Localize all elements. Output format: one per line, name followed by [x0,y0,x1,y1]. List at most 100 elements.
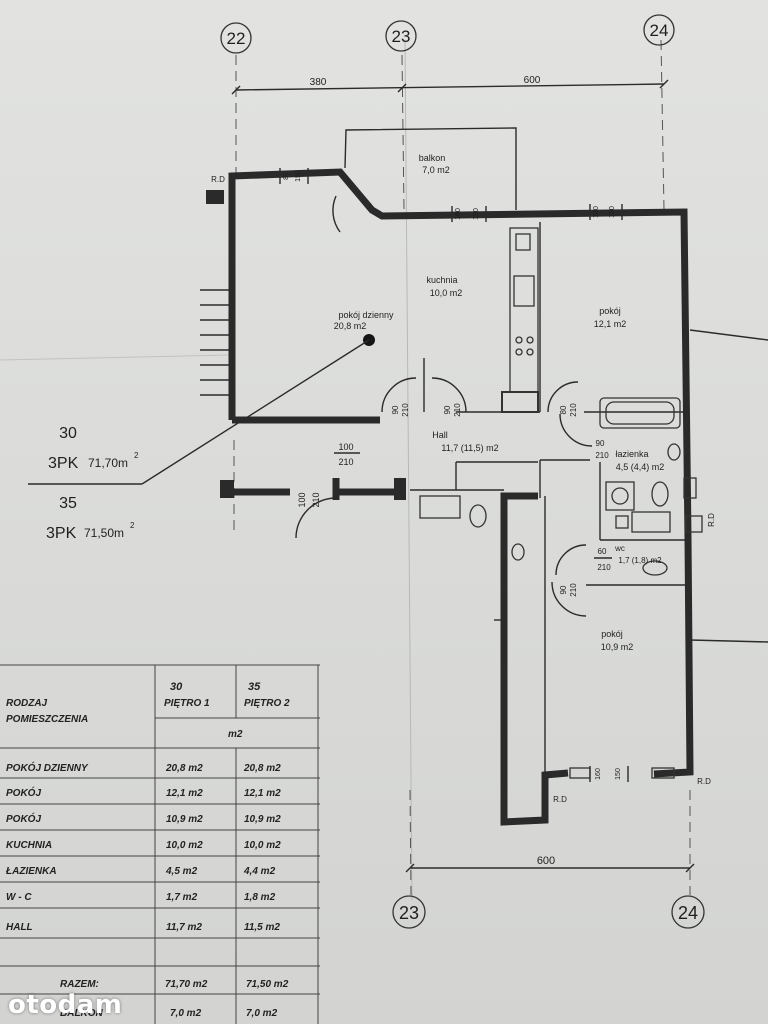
grid-axis-23 [401,54,405,211]
washbasin [667,443,681,461]
table-row-value-b: 10,0 m2 [244,840,281,851]
room-wc-name: wc [614,544,625,553]
toilet-bath [651,481,669,507]
table-row-name: POKÓJ [6,812,41,825]
room-kuchnia-name: kuchnia [426,275,457,285]
door-height-210-g: 210 [597,563,611,572]
bathtub-inner [605,401,675,425]
grid-bubble-24 [643,14,675,46]
door-width-80: 80 [559,405,568,414]
unit-b-area: 71,50m [84,526,124,540]
dimension-380: 380 [310,77,327,88]
table-row-value-b: 20,8 m2 [243,763,281,774]
neighbor-wall-line [689,329,768,341]
hall-toilet [469,504,487,528]
table-row-value-a: 10,0 m2 [166,840,203,851]
room-bedroom1-area: 12,1 m2 [594,319,627,329]
table-row-value-a: 12,1 m2 [166,788,203,799]
grid-label-23-bottom: 23 [399,903,419,923]
dim-tick [659,79,669,89]
room-bedroom2-area: 10,9 m2 [601,642,634,652]
grid-label-24-bottom: 24 [678,903,698,923]
door-swing [332,195,341,233]
door-swing [431,377,467,413]
exterior-wall [653,537,694,778]
grid-bubble-24-bottom [671,895,705,929]
room-hall-name: Hall [432,430,448,440]
area-table [0,664,320,1024]
kitchen-cabinet [501,391,539,413]
dimension-line-top [235,83,665,91]
door-height-210-d: 210 [453,403,462,417]
fold-line [404,39,413,901]
dim-tick [231,85,241,95]
rd-mark: R.D [211,175,225,184]
door-swing [381,377,417,413]
window-width-80: 80 [283,172,290,180]
grid-bubble-23-bottom [392,895,426,929]
window-width-180: 180 [593,206,600,218]
exterior-wall [228,168,692,539]
door-width-100: 100 [338,442,353,452]
table-balkon-b: 7,0 m2 [246,1008,278,1019]
door-height-210-f: 210 [595,451,609,460]
washing-machine-drum [611,487,629,505]
hall-sink [511,543,525,561]
door-height-210: 210 [338,457,353,467]
bath-cabinet [631,511,671,533]
unit-b-code: 3PK [46,525,77,542]
unit-b-number: 35 [59,495,77,512]
washing-machine [605,481,635,511]
grid-bubble-23 [385,20,417,52]
toilet-wc [642,560,668,576]
table-row-value-a: 11,7 m2 [166,922,202,933]
table-row-name: ŁAZIENKA [5,866,57,877]
grid-bubble-22 [220,22,252,54]
shaft [685,515,703,533]
grid-label-23: 23 [392,27,411,46]
door-swing [295,497,337,539]
unit-a-number: 30 [59,425,77,442]
table-row-value-b: 12,1 m2 [244,788,281,799]
table-col-b-floor: PIĘTRO 2 [244,698,290,709]
stove-burner [515,336,523,344]
table-col-a-floor: PIĘTRO 1 [164,698,210,709]
table-row-value-b: 11,5 m2 [244,922,280,933]
bathtub [599,397,681,429]
room-bedroom2-name: pokój [601,629,623,639]
table-row-value-b: 10,9 m2 [244,814,281,825]
table-header-pomieszczenia: POMIESZCZENIA [6,714,88,725]
stove-burner [526,348,534,356]
left-ticks [200,289,230,396]
stove-burner [515,348,523,356]
dim-tick [405,863,415,873]
room-balkon-name: balkon [419,153,446,163]
table-balkon-label: BALKON [60,1008,104,1019]
bath-sink [615,515,629,529]
rd-mark: R.D [697,777,711,786]
unit-a-area: 71,70m [88,456,128,470]
table-total-b: 71,50 m2 [246,979,289,990]
table-row-value-b: 1,8 m2 [244,892,276,903]
shaft [683,477,697,499]
unit-a-code: 3PK [48,455,79,472]
fixture [569,767,591,779]
window-width-160-b: 160 [595,768,602,780]
grid-label-24: 24 [650,21,669,40]
dimension-600-top: 600 [524,75,541,86]
table-header-rodzaj: RODZAJ [6,698,48,709]
room-bathroom-name: łazienka [615,449,648,459]
grid-axis-23-bottom [409,789,412,896]
window-height-150-c: 150 [609,206,616,218]
table-total-label: RAZEM: [60,979,99,990]
room-living-name: pokój dzienny [338,310,394,320]
room-hall-area: 11,7 (11,5) m2 [441,443,498,453]
door-height-210-c: 210 [401,403,410,417]
unit-leader-line [141,339,370,485]
door-height-210-b: 210 [311,492,321,507]
window-width-160: 160 [455,208,462,220]
table-col-b-number: 35 [248,681,261,693]
table-row-name: KUCHNIA [6,840,52,851]
